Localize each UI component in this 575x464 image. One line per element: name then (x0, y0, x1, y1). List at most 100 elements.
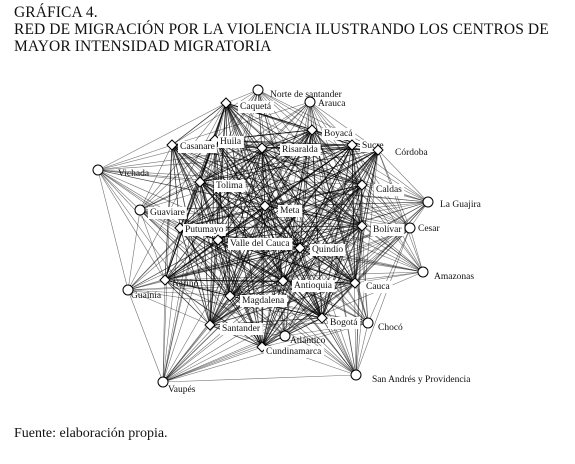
node-vichada: Vichada (92, 164, 150, 179)
node-marker-caqueta (220, 97, 232, 109)
node-label-cauca: Cauca (366, 282, 391, 292)
edge-la-guajira-valle-del-cauca (217, 201, 429, 241)
title-line-2: RED DE MIGRACIÓN POR LA VIOLENCIA ILUSTR… (14, 21, 549, 38)
node-arauca: Arauca (304, 96, 346, 109)
node-label-sucre: Sucre (362, 141, 384, 151)
node-casanare: Casanare (166, 139, 217, 153)
edge-caqueta-casanare (171, 102, 227, 146)
edge-narino-vaupes (162, 279, 166, 383)
node-label-cesar: Cesar (418, 224, 440, 234)
node-label-box-bolivar (371, 224, 405, 236)
node-marker-norte-de-santander (252, 84, 264, 96)
node-label-caqueta: Caquetá (240, 102, 272, 112)
edge-tolima-vaupes (162, 181, 201, 383)
node-cundinamarca: Cundinamarca (256, 341, 325, 358)
node-marker-sucre (346, 139, 358, 151)
node-marker-guaviare (134, 204, 146, 216)
edge-atlantico-vaupes (162, 335, 286, 383)
edge-bolivar-narino (164, 225, 363, 281)
edge-cesar-narino (164, 227, 411, 281)
node-atlantico: Atlántico (279, 330, 326, 346)
node-label-box-meta (278, 205, 303, 217)
edge-cesar-magdalena (229, 227, 411, 297)
edge-cordoba-vichada (97, 149, 379, 171)
edge-quindio-guainia (127, 247, 301, 291)
node-valle-del-cauca: Valle del Cauca (212, 234, 293, 250)
edge-bolivar-san-andres (355, 225, 363, 376)
node-label-vichada: Vichada (118, 169, 150, 179)
node-marker-san-andres (350, 369, 362, 381)
edge-cordoba-magdalena (229, 149, 379, 297)
node-putumayo: Putumayo (174, 222, 226, 236)
edge-cesar-santander (209, 227, 411, 326)
node-marker-quindio (294, 242, 306, 254)
edge-norte-de-santander-caqueta (225, 89, 259, 104)
node-magdalena: Magdalena (224, 290, 287, 307)
node-label-box-caqueta (238, 101, 274, 113)
title-line-3: MAYOR INTENSIDAD MIGRATORIA (14, 38, 272, 55)
edge-bolivar-valle-del-cauca (217, 225, 363, 241)
node-label-tolima: Tolima (216, 181, 244, 191)
node-marker-amazonas (417, 266, 429, 278)
node-caldas: Caldas (356, 179, 405, 196)
node-label-valle-del-cauca: Valle del Cauca (230, 239, 290, 249)
node-label-huila: Huila (220, 137, 242, 147)
edge-caldas-narino (164, 184, 363, 281)
edge-quindio-santander (209, 247, 301, 326)
node-guainia: Guainía (122, 284, 162, 301)
edge-bolivar-choco (361, 225, 369, 324)
node-cauca: Cauca (349, 277, 393, 293)
edge-risaralda-guainia (127, 147, 263, 291)
node-marker-tolima (194, 176, 206, 188)
node-label-meta: Meta (280, 206, 300, 216)
edge-risaralda-vichada (97, 147, 263, 171)
node-label-choco: Chocó (378, 323, 403, 333)
edge-casanare-cesar (171, 144, 411, 229)
node-risaralda: Risaralda (256, 142, 321, 156)
node-marker-valle-del-cauca (212, 234, 224, 246)
edge-putumayo-atlantico (179, 227, 286, 337)
node-marker-cordoba (372, 144, 384, 156)
edge-santander-vaupes (162, 324, 211, 383)
node-label-cordoba: Córdoba (395, 148, 429, 158)
edge-guainia-antioquia (127, 280, 284, 291)
node-marker-magdalena (224, 290, 236, 302)
edge-vichada-caldas (97, 169, 363, 186)
node-marker-caldas (356, 179, 368, 191)
node-label-san-andres: San Andrés y Providencia (372, 375, 471, 385)
edge-boyaca-meta (264, 129, 313, 207)
node-label-magdalena: Magdalena (242, 296, 285, 306)
edge-norte-de-santander-valle-del-cauca (217, 89, 259, 241)
edge-quindio-antioquia (282, 247, 301, 282)
edge-magdalena-vaupes (162, 295, 231, 383)
edge-cesar-choco (367, 227, 411, 324)
edge-huila-cesar (214, 139, 411, 229)
node-marker-narino (159, 274, 171, 286)
edge-cordoba-tolima (199, 149, 379, 183)
node-quindio: Quindío (294, 242, 346, 256)
node-label-antioquia: Antioquia (294, 281, 333, 291)
node-label-box-magdalena (240, 295, 287, 307)
node-label-caldas: Caldas (376, 185, 402, 195)
node-label-box-risaralda (280, 144, 321, 156)
edge-guaviare-magdalena (139, 209, 231, 297)
edge-antioquia-san-andres (282, 280, 357, 376)
node-marker-bolivar (356, 220, 368, 232)
node-caqueta: Caquetá (220, 97, 274, 113)
node-label-box-huila (218, 136, 244, 148)
node-label-norte-de-santander: Norte de santander (270, 90, 343, 100)
node-label-quindio: Quindío (312, 245, 343, 255)
edge-magdalena-santander (209, 295, 231, 326)
edge-guaviare-guainia (127, 209, 141, 291)
node-label-box-putumayo (183, 224, 226, 236)
node-meta: Meta (259, 200, 303, 217)
edge-risaralda-narino (164, 147, 263, 281)
node-santander: Santander (204, 319, 263, 335)
node-label-box-caldas (374, 184, 405, 196)
node-marker-choco (362, 317, 374, 329)
node-label-casanare: Casanare (180, 142, 215, 152)
node-marker-meta (259, 200, 271, 212)
edge-cauca-atlantico (284, 282, 356, 337)
edge-cordoba-amazonas (377, 149, 424, 273)
